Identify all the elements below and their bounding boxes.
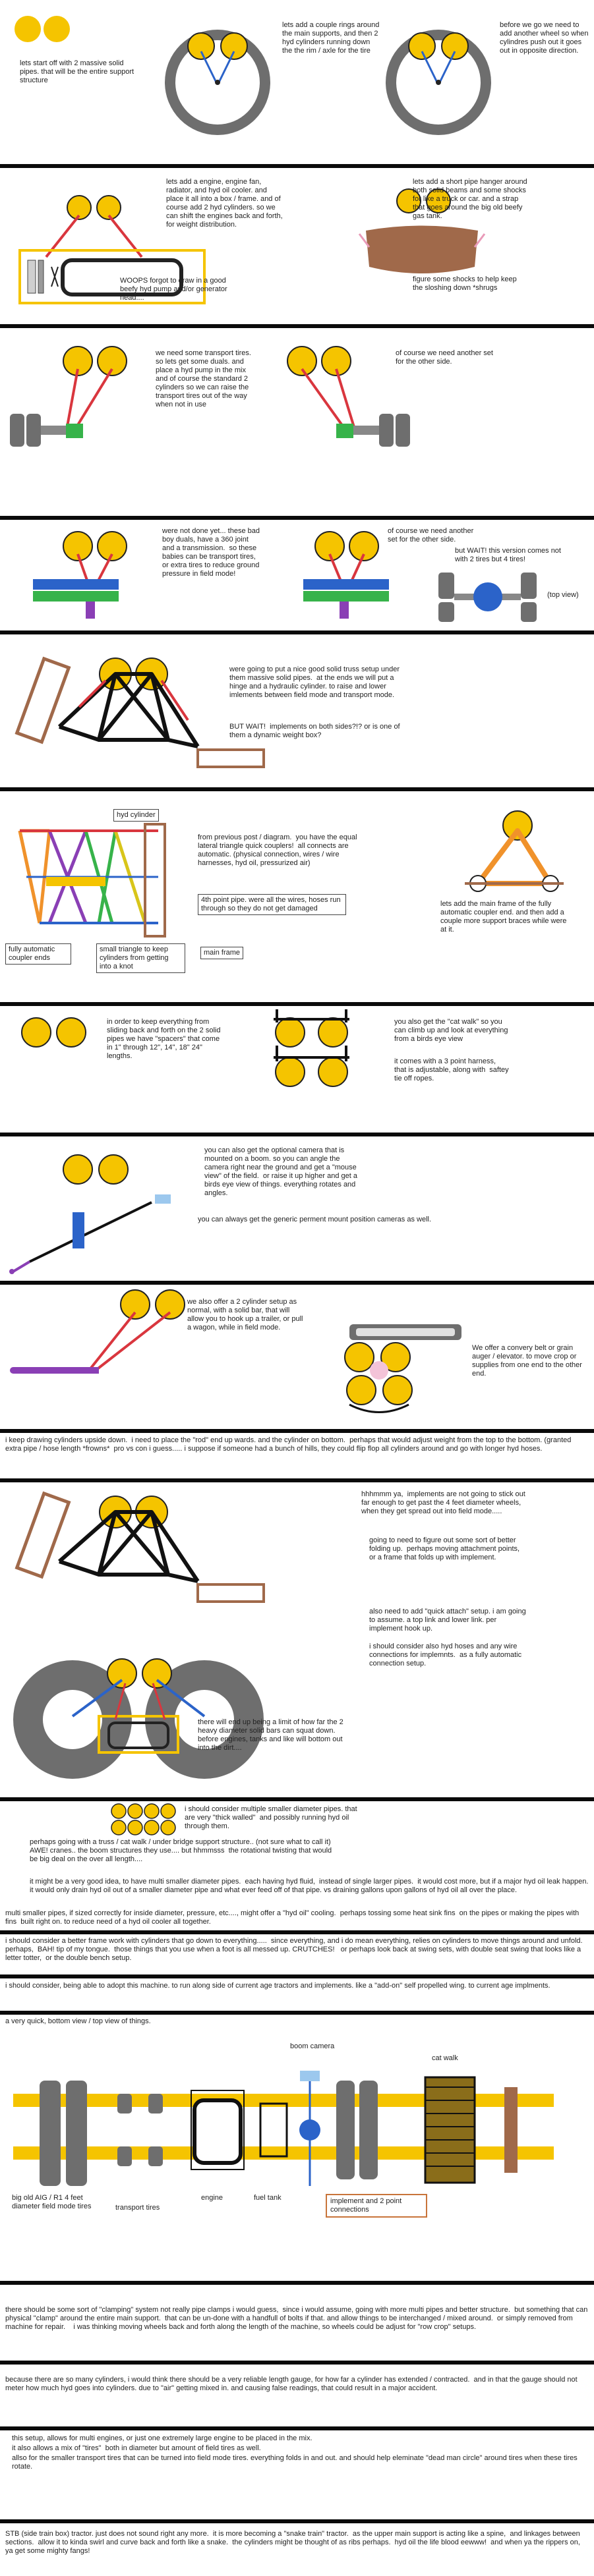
s12-text-4: multi smaller pipes, if sized correctly … — [5, 1909, 581, 1926]
s11-text-2: going to need to figure out some sort of… — [369, 1536, 524, 1561]
s15-label-boom-camera: boom camera — [290, 2042, 335, 2050]
s15-label-transport-tires: transport tires — [115, 2204, 160, 2212]
divider-2 — [0, 324, 594, 328]
s9-text-1: we also offer a 2 cylinder setup as norm… — [187, 1298, 305, 1331]
s15-label-cat-walk: cat walk — [432, 2054, 458, 2062]
s12-text-2: perhaps going with a truss / cat walk / … — [30, 1838, 334, 1863]
divider-6 — [0, 1002, 594, 1006]
s12-text-1: i should consider multiple smaller diame… — [185, 1805, 359, 1830]
s3-transport-drawing — [10, 346, 410, 447]
s4-text-4: (top view) — [547, 591, 579, 599]
s6-label-hyd-cylinder: hyd cylinder — [113, 809, 159, 822]
s8-text-1: you can also get the optional camera tha… — [204, 1146, 360, 1197]
s18-text-1: this setup, allows for multi engines, or… — [12, 2434, 312, 2442]
divider-3 — [0, 516, 594, 520]
s6-text-1: from previous post / diagram. you have t… — [198, 833, 359, 867]
s6-coupler-drawing — [18, 810, 564, 938]
divider-9 — [0, 1429, 594, 1433]
s15-label-implement: implement and 2 point connections — [326, 2194, 427, 2218]
divider-16 — [0, 2361, 594, 2365]
s6-label-coupler-ends: fully automatic coupler ends — [5, 943, 71, 965]
s6-label-small-triangle: small triangle to keep cylinders from ge… — [96, 943, 185, 973]
s2-text-1: lets add a engine, engine fan, radiator,… — [166, 178, 285, 229]
s7-text-2: you also get the "cat walk" so you can c… — [394, 1018, 510, 1043]
s16-text-1: there should be some sort of "clamping" … — [5, 2306, 590, 2331]
s9-text-2: We offer a convery belt or grain auger /… — [472, 1344, 585, 1378]
s18-text-3: allso for the smaller transport tires th… — [12, 2454, 579, 2471]
divider-17 — [0, 2426, 594, 2430]
s15-label-field-tires: big old AIG / R1 4 feet diameter field m… — [12, 2194, 92, 2210]
s15-top-view-drawing — [13, 2071, 554, 2186]
s6-label-4th-point: 4th point pipe. were all the wires, hose… — [198, 894, 346, 915]
s2-text-4: figure some shocks to help keep the slos… — [413, 275, 519, 292]
s1-text-2: lets add a couple rings around the main … — [282, 21, 382, 55]
s17-text-1: because there are so many cylinders, i w… — [5, 2376, 579, 2392]
s4-duals-drawing — [33, 531, 537, 622]
divider-5 — [0, 787, 594, 791]
s11-text-1: hhhmmm ya, implements are not going to s… — [361, 1490, 527, 1515]
s15-label-engine: engine — [201, 2194, 223, 2202]
s10-text-1: i keep drawing cylinders upside down. i … — [5, 1436, 574, 1453]
divider-12 — [0, 1930, 594, 1934]
divider-1 — [0, 164, 594, 168]
divider-13 — [0, 1974, 594, 1978]
s4-text-2: of course we need another set for the ot… — [388, 527, 476, 544]
s7-spacers-drawing — [21, 1009, 349, 1087]
s11-text-4: i should consider also hyd hoses and any… — [369, 1642, 524, 1667]
s11-text-3: also need to add "quick attach" setup. i… — [369, 1608, 528, 1633]
s8-text-2: you can always get the generic perment m… — [198, 1216, 432, 1223]
s5-truss-drawing — [15, 656, 265, 768]
s6-text-2: lets add the main frame of the fully aut… — [440, 900, 569, 934]
divider-8 — [0, 1281, 594, 1285]
s13-text-1: i should consider a better frame work wi… — [5, 1937, 587, 1962]
s19-text-1: STB (side train box) tractor. just does … — [5, 2530, 585, 2555]
s9-trailer-drawing — [10, 1289, 461, 1413]
s11-text-5: there will end up being a limit of how f… — [198, 1718, 345, 1752]
divider-11 — [0, 1797, 594, 1801]
s1-text-1: lets start off with 2 massive solid pipe… — [20, 59, 136, 84]
s8-camera-drawing — [9, 1154, 171, 1274]
s12-text-3: it might be a very good idea, to have mu… — [30, 1878, 591, 1894]
s6-label-main-frame: main frame — [200, 947, 244, 959]
s3-text-2: of course we need another set for the ot… — [396, 349, 496, 366]
s1-text-3: before we go we need to add another whee… — [500, 21, 591, 55]
s2-engine-drawing — [18, 188, 486, 304]
s15-title: a very quick, bottom view / top view of … — [5, 2017, 151, 2025]
divider-15 — [0, 2281, 594, 2285]
s18-text-2: it also allows a mix of "tires" both in … — [12, 2444, 261, 2452]
s12-pipes-drawing — [111, 1803, 176, 1835]
s2-text-3: lets add a short pipe hanger around both… — [413, 178, 529, 220]
s4-text-1: were not done yet... these bad boy duals… — [162, 527, 262, 578]
s5-text-2: BUT WAIT! implements on both sides?!? or… — [229, 723, 402, 739]
s7-text-1: in order to keep everything from sliding… — [107, 1018, 223, 1060]
s3-text-1: we need some transport tires. so lets ge… — [156, 349, 253, 408]
s15-label-fuel-tank: fuel tank — [254, 2194, 282, 2202]
s14-text-1: i should consider, being able to adopt t… — [5, 1982, 550, 1990]
divider-4 — [0, 630, 594, 634]
divider-7 — [0, 1133, 594, 1136]
s4-text-3: but WAIT! this version comes not with 2 … — [455, 547, 564, 563]
divider-18 — [0, 2519, 594, 2523]
divider-14 — [0, 2011, 594, 2015]
s7-text-3: it comes with a 3 point harness, that is… — [394, 1057, 513, 1082]
divider-10 — [0, 1478, 594, 1482]
s2-text-2: WOOPS forgot to draw in a good beefy hyd… — [120, 277, 229, 302]
s11-folding-drawing — [13, 1491, 265, 1779]
s1-two-pipes-drawing — [15, 16, 491, 135]
s5-text-1: were going to put a nice good solid trus… — [229, 665, 402, 699]
